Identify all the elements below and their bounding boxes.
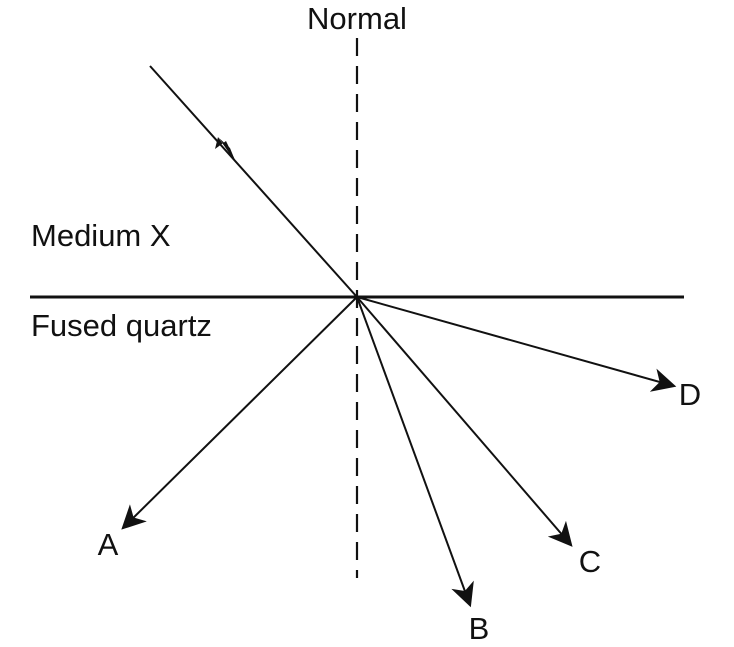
ray-d xyxy=(356,296,677,392)
ray-b xyxy=(356,296,474,608)
ray-c-label: C xyxy=(579,544,601,579)
incident-ray-arrowhead xyxy=(215,137,237,164)
upper-medium-label: Medium X xyxy=(31,218,171,253)
ray-a-label: A xyxy=(98,527,119,562)
incident-ray xyxy=(149,65,358,298)
ray-a xyxy=(121,296,358,530)
ray-d-label: D xyxy=(679,377,701,412)
ray-b-label: B xyxy=(469,611,490,646)
incident-arrow-fill xyxy=(219,138,236,163)
lower-medium-label: Fused quartz xyxy=(31,308,212,343)
ray-c xyxy=(356,296,573,547)
normal-label: Normal xyxy=(307,1,407,36)
